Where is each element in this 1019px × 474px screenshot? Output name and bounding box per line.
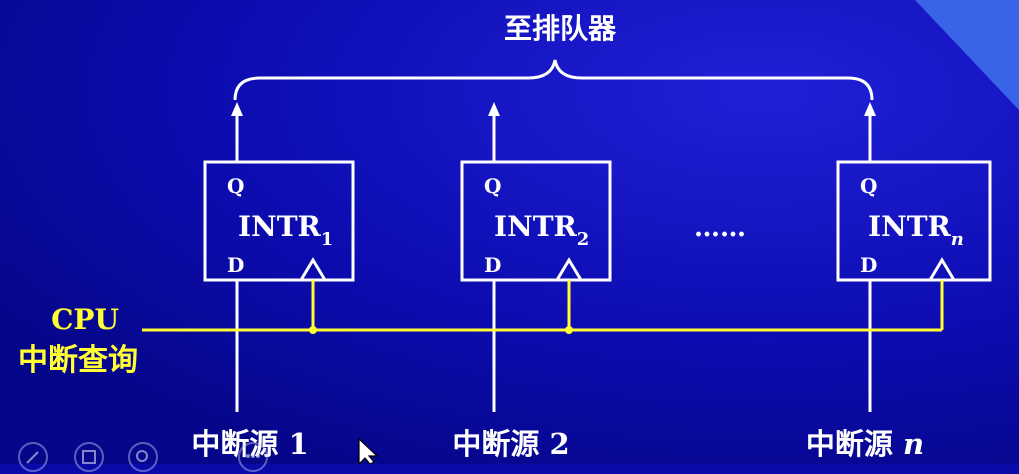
ellipsis: …… bbox=[694, 213, 746, 243]
output-arrows bbox=[231, 102, 876, 162]
junction-dot-1 bbox=[309, 326, 317, 334]
q-label: Q bbox=[860, 174, 877, 198]
source-text: 中断源 bbox=[452, 427, 549, 461]
intr-subscript: 2 bbox=[577, 229, 590, 250]
d-label: D bbox=[484, 253, 501, 277]
arrowhead-n bbox=[864, 102, 876, 116]
flip-flop-box bbox=[836, 160, 992, 282]
zoom-icon[interactable] bbox=[128, 442, 158, 472]
clock-triangle bbox=[299, 257, 327, 281]
flip-flop-box bbox=[460, 160, 612, 282]
d-input-lines bbox=[235, 280, 872, 412]
d-label: D bbox=[227, 253, 244, 277]
query-label: 中断查询 bbox=[18, 343, 138, 378]
title-text: 至排队器 bbox=[504, 12, 617, 45]
source-number: 2 bbox=[549, 427, 569, 461]
arrowhead-1 bbox=[231, 102, 243, 116]
more-icon[interactable] bbox=[238, 442, 268, 472]
d-label: D bbox=[860, 253, 877, 277]
source-text: 中断源 bbox=[806, 427, 903, 461]
q-label: Q bbox=[484, 174, 501, 198]
intr-subscript: n bbox=[951, 229, 964, 250]
intr-name: INTRn bbox=[868, 210, 964, 250]
clock-triangle bbox=[555, 257, 583, 281]
source-label-n: 中断源 n bbox=[806, 427, 924, 461]
clock-triangle bbox=[928, 257, 956, 281]
flip-flop-box bbox=[203, 160, 355, 282]
corner-accent bbox=[915, 0, 1019, 110]
intr-block-1: Q INTR1 D bbox=[203, 160, 355, 282]
mouse-pointer-icon bbox=[358, 438, 379, 464]
source-number: 1 bbox=[288, 427, 308, 461]
intr-block-2: Q INTR2 D bbox=[460, 160, 612, 282]
intr-block-n: Q INTRn D bbox=[836, 160, 992, 282]
intr-label: INTR bbox=[238, 210, 322, 243]
interrupt-query-diagram: 至排队器 Q INTR1 D Q INTR2 D …… Q INTRn D bbox=[0, 0, 1019, 464]
intr-label: INTR bbox=[494, 210, 578, 243]
intr-name: INTR1 bbox=[238, 210, 333, 250]
source-label-2: 中断源 2 bbox=[452, 427, 569, 461]
cpu-query-bus bbox=[142, 280, 944, 334]
intr-subscript: 1 bbox=[321, 229, 334, 250]
save-icon[interactable] bbox=[74, 442, 104, 472]
arrowhead-2 bbox=[488, 102, 500, 116]
intr-name: INTR2 bbox=[494, 210, 589, 250]
edit-icon[interactable] bbox=[18, 442, 48, 472]
intr-label: INTR bbox=[868, 210, 952, 243]
q-label: Q bbox=[227, 174, 244, 198]
grouping-brace bbox=[233, 59, 874, 101]
cpu-label: CPU bbox=[51, 303, 119, 336]
source-number: n bbox=[903, 427, 924, 461]
junction-dot-2 bbox=[565, 326, 573, 334]
